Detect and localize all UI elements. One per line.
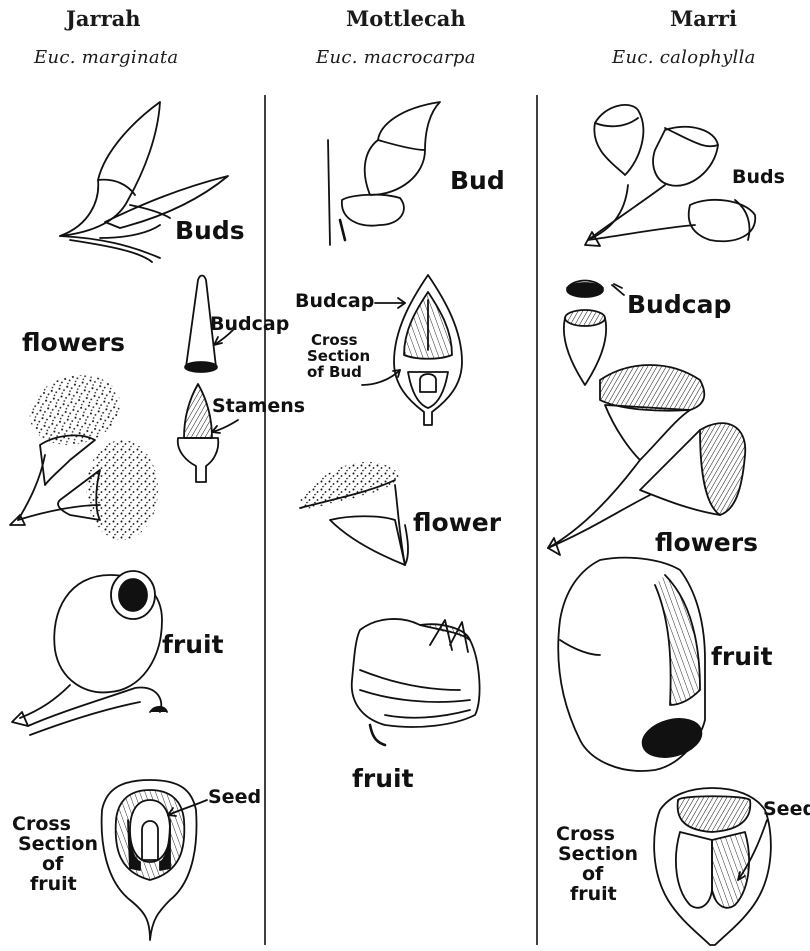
label-mottlecah-cross-section-line-3: of Bud [307,365,387,381]
marri-fruit-drawing [558,558,705,771]
marri-cross-section-drawing [654,788,771,945]
jarrah-flowers-drawing [10,365,158,540]
label-jarrah-cross-section-line-4: fruit [12,875,102,895]
jarrah-cross-section-drawing [102,780,197,940]
label-mottlecah-cross-section: Cross Section of Bud [307,333,387,380]
label-marri-fruit: fruit [711,644,773,670]
label-jarrah-cross-section-line-1: Cross [12,815,102,835]
mottlecah-fruit-drawing [352,619,480,745]
label-marri-seed: Seed [763,800,810,820]
label-mottlecah-bud: Bud [450,168,505,194]
label-marri-budcap: Budcap [627,292,731,318]
label-marri-cross-section-line-1: Cross [556,825,646,845]
marri-buds-drawing [585,105,755,246]
label-marri-buds: Buds [732,168,785,188]
label-jarrah-cross-section-line-3: of [12,855,102,875]
label-marri-cross-section: Cross Section of fruit [556,825,646,905]
label-mottlecah-budcap: Budcap [295,292,374,312]
marri-budcap-drawing [564,281,624,386]
label-marri-cross-section-line-3: of [556,865,646,885]
label-jarrah-cross-section-line-2: Section [12,835,102,855]
label-marri-flowers: flowers [655,530,758,556]
label-mottlecah-flower: flower [413,510,501,536]
mottlecah-flower-drawing [300,462,408,565]
label-jarrah-fruit: fruit [162,632,224,658]
mottlecah-bud-drawing [328,102,440,245]
label-jarrah-budcap: Budcap [210,315,289,335]
label-jarrah-stamens: Stamens [212,397,305,417]
label-jarrah-buds: Buds [175,218,245,244]
label-jarrah-flowers: flowers [22,330,125,356]
label-marri-cross-section-line-4: fruit [556,885,646,905]
label-jarrah-seed: Seed [208,788,261,808]
mottlecah-cross-section-bud-drawing [394,275,462,425]
label-mottlecah-fruit: fruit [352,766,414,792]
jarrah-fruit-drawing [12,571,167,735]
label-marri-cross-section-line-2: Section [556,845,646,865]
label-jarrah-cross-section: Cross Section of fruit [12,815,102,895]
marri-flowers-drawing [548,365,745,555]
